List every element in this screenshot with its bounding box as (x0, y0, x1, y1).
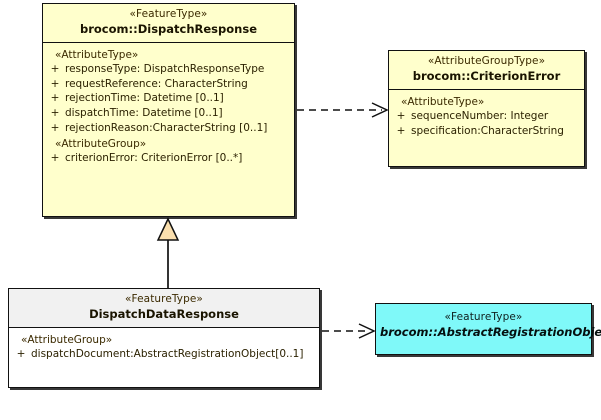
class-stereotype: «FeatureType» (129, 8, 208, 20)
attribute-row[interactable]: + requestReference: CharacterString (45, 77, 292, 92)
class-header-dispatch-data-response: «FeatureType» DispatchDataResponse (9, 289, 319, 328)
attribute-row[interactable]: + sequenceNumber: Integer (391, 110, 582, 125)
attribute-visibility: + (50, 77, 60, 90)
attribute-group-label: «AttributeType» (401, 95, 485, 108)
class-name: DispatchDataResponse (89, 306, 239, 321)
attribute-row[interactable]: + responseType: DispatchResponseType (45, 63, 292, 78)
attribute-row[interactable]: + dispatchTime: Datetime [0..1] (45, 107, 292, 122)
attribute-visibility: + (396, 124, 406, 137)
attribute-text: dispatchTime: Datetime [0..1] (65, 107, 223, 120)
attribute-text: responseType: DispatchResponseType (65, 63, 265, 76)
attribute-row[interactable]: + rejectionTime: Datetime [0..1] (45, 92, 292, 107)
attribute-group-label: «AttributeGroup» (55, 137, 147, 150)
dependency-abstract-registration-object-arrowhead (358, 323, 376, 339)
attribute-text: requestReference: CharacterString (65, 77, 248, 90)
class-stereotype: «AttributeGroupType» (427, 55, 546, 67)
attribute-row[interactable]: + dispatchDocument:AbstractRegistrationO… (11, 348, 317, 363)
class-header-abstract-registration-object: «FeatureType» brocom::AbstractRegistrati… (376, 304, 601, 345)
attribute-visibility: + (50, 63, 60, 76)
attribute-visibility: + (50, 92, 60, 105)
attribute-text: dispatchDocument:AbstractRegistrationObj… (31, 348, 304, 361)
class-name: brocom::CriterionError (412, 68, 561, 83)
attribute-row[interactable]: + criterionError: CriterionError [0..*] (45, 152, 292, 167)
class-name: brocom::DispatchResponse (80, 21, 257, 36)
attribute-text: specification:CharacterString (411, 124, 564, 137)
class-box-criterion-error[interactable]: «AttributeGroupType» brocom::CriterionEr… (388, 50, 585, 167)
attribute-group-label: «AttributeGroup» (21, 333, 113, 346)
dependency-abstract-registration-object (322, 323, 376, 339)
class-header-dispatch-response: «FeatureType» brocom::DispatchResponse (43, 4, 294, 43)
attribute-visibility: + (50, 121, 60, 134)
generalization-triangle-icon (156, 217, 180, 241)
generalization-dispatch-data-response (156, 217, 180, 288)
attribute-visibility: + (50, 152, 60, 165)
class-body-dispatch-data-response: «AttributeGroup» + dispatchDocument:Abst… (9, 328, 319, 368)
attribute-text: rejectionTime: Datetime [0..1] (65, 92, 224, 105)
class-box-dispatch-response[interactable]: «FeatureType» brocom::DispatchResponse «… (42, 3, 295, 217)
attribute-text: rejectionReason:CharacterString [0..1] (65, 121, 268, 134)
attribute-visibility: + (50, 107, 60, 120)
attribute-text: sequenceNumber: Integer (411, 110, 549, 123)
attribute-row[interactable]: + specification:CharacterString (391, 124, 582, 139)
dependency-criterion-error (297, 102, 389, 118)
class-box-abstract-registration-object[interactable]: «FeatureType» brocom::AbstractRegistrati… (375, 303, 601, 355)
class-body-criterion-error: «AttributeType» + sequenceNumber: Intege… (389, 90, 584, 144)
class-stereotype: «FeatureType» (444, 311, 523, 323)
attribute-row[interactable]: + rejectionReason:CharacterString [0..1] (45, 121, 292, 136)
class-stereotype: «FeatureType» (125, 293, 203, 305)
attribute-text: criterionError: CriterionError [0..*] (65, 152, 243, 165)
attribute-visibility: + (396, 110, 406, 123)
class-box-dispatch-data-response[interactable]: «FeatureType» DispatchDataResponse «Attr… (8, 288, 320, 388)
class-name: brocom::AbstractRegistrationObject (380, 324, 601, 339)
class-body-dispatch-response: «AttributeType» + responseType: Dispatch… (43, 43, 294, 172)
attribute-visibility: + (16, 348, 26, 361)
class-header-criterion-error: «AttributeGroupType» brocom::CriterionEr… (389, 51, 584, 90)
attribute-group-label: «AttributeType» (55, 48, 139, 61)
dependency-criterion-error-arrowhead (371, 102, 389, 118)
